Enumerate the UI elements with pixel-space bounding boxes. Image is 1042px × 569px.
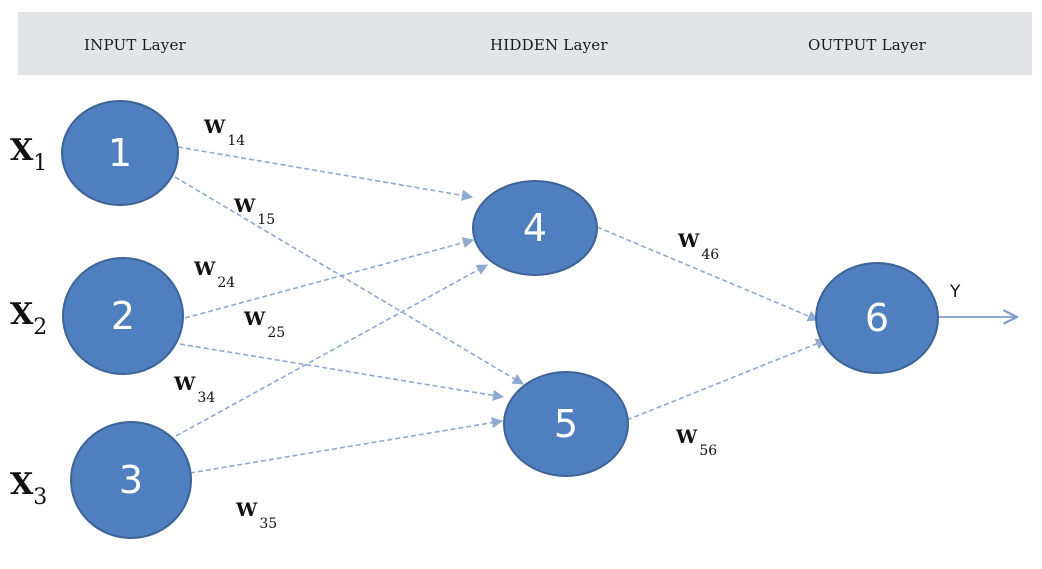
output-y-label: Y [949,282,961,302]
input-x1-label: X1 [10,133,47,176]
weight-w24-label: W24 [193,258,235,291]
node-2-label: 2 [111,294,135,338]
weight-w35-label: W35 [235,499,277,532]
node-2: 2 [62,257,184,375]
edge-1-4 [177,146,474,201]
node-1: 1 [61,100,179,206]
layer-header-band [18,12,1032,75]
edge-3-5 [189,417,504,474]
edge-2-4 [184,237,475,319]
node-6-label: 6 [865,296,889,340]
node-4: 4 [472,180,598,276]
edge-5-6 [626,338,828,421]
weight-w34-label: W34 [173,373,215,406]
edge-1-5 [174,176,524,385]
input-layer-label: INPUT Layer [84,36,186,54]
node-3: 3 [70,421,192,539]
edge-2-5 [179,343,505,401]
node-5: 5 [503,371,629,477]
node-1-label: 1 [108,131,132,175]
node-4-label: 4 [523,206,547,250]
input-x2-label: X2 [10,297,47,340]
node-5-label: 5 [554,402,578,446]
weight-w46-label: W46 [677,230,719,263]
edge-4-6 [596,226,820,322]
weight-w15-label: W15 [233,195,275,228]
output-layer-label: OUTPUT Layer [808,36,927,54]
edge-3-4 [175,264,488,437]
weight-w56-label: W56 [675,426,717,459]
weight-w14-label: W14 [203,116,245,149]
weight-w25-label: W25 [243,308,285,341]
hidden-layer-label: HIDDEN Layer [490,36,608,54]
node-3-label: 3 [119,458,143,502]
input-x3-label: X3 [10,467,47,510]
node-6: 6 [815,262,939,374]
